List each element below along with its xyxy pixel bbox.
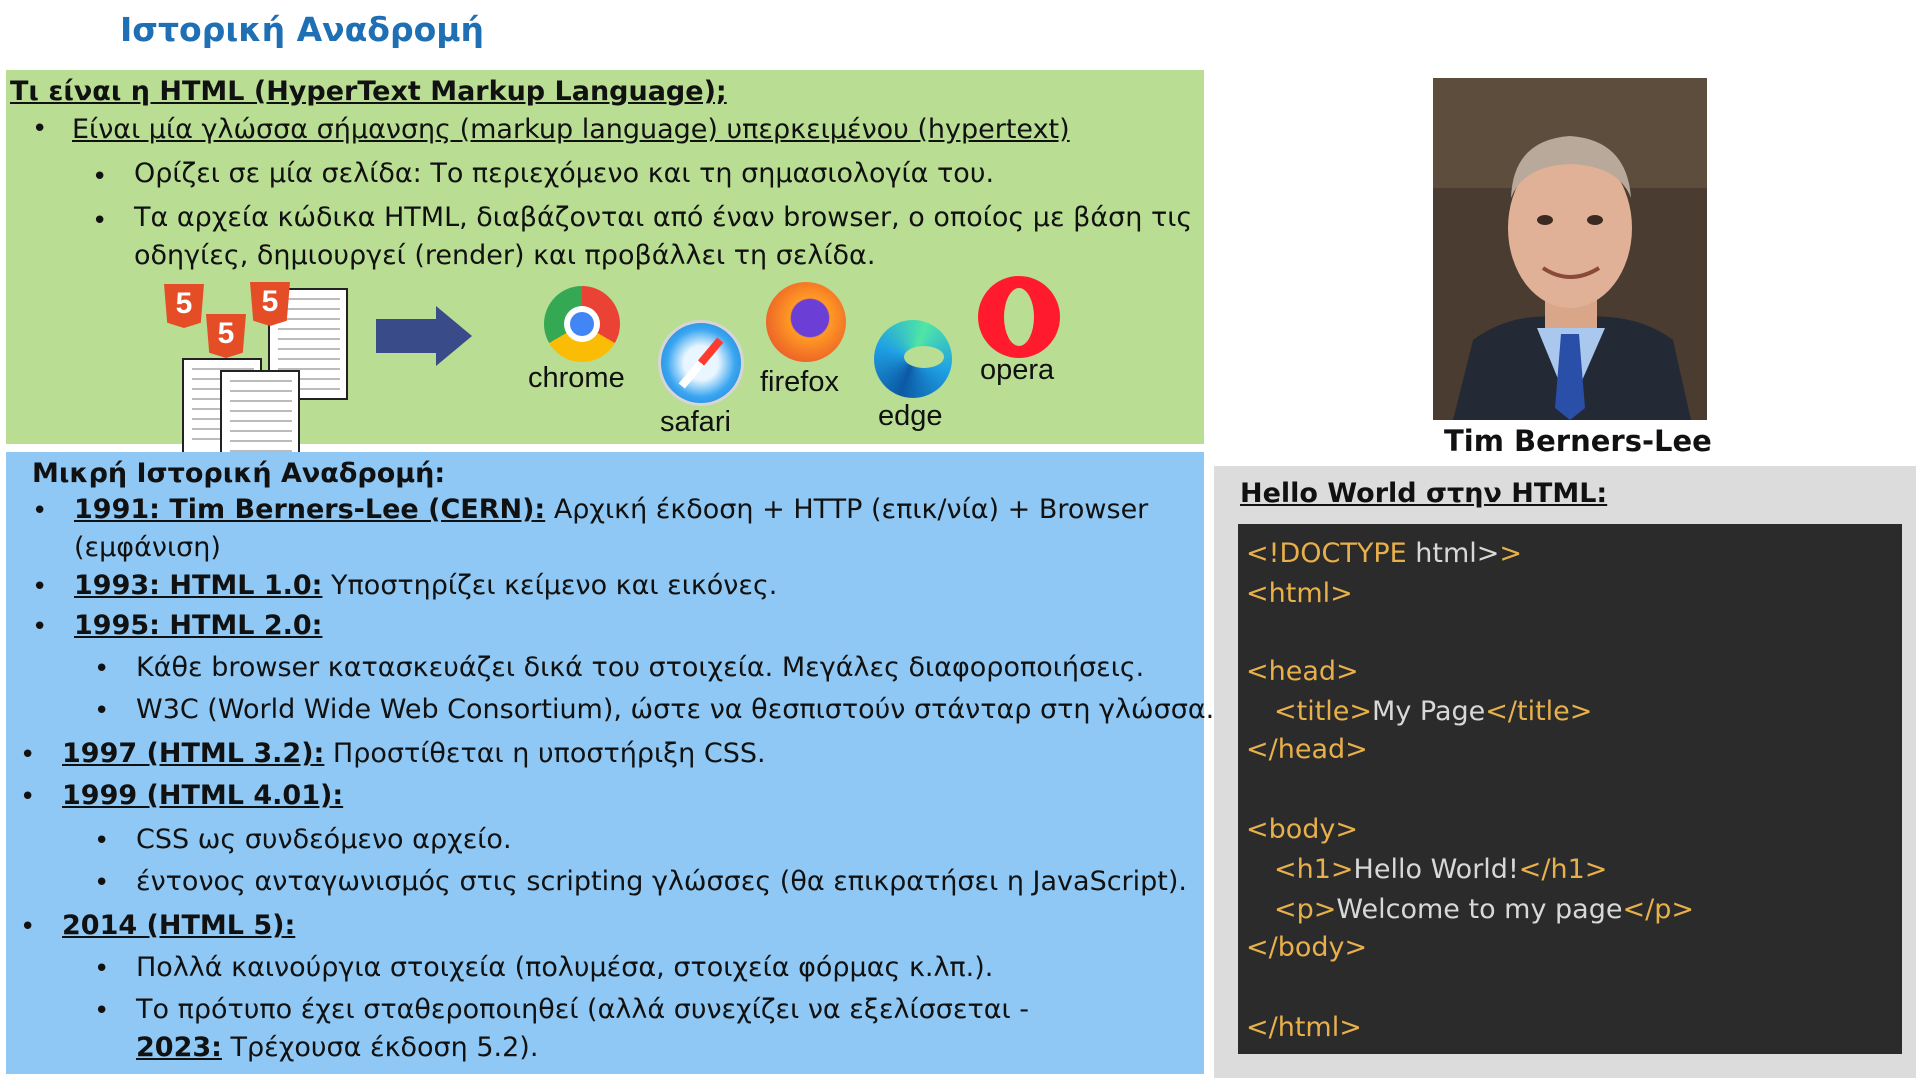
bullet-icon: • [94, 996, 110, 1026]
code-tag: <p> [1274, 894, 1337, 925]
opera-icon [978, 276, 1060, 358]
code-tag: </p> [1622, 894, 1694, 925]
code-line: <body> [1246, 814, 1359, 845]
bullet-icon: • [94, 954, 110, 984]
browser-label-safari: safari [660, 406, 731, 438]
bullet-icon: • [92, 206, 108, 236]
year-1991-text: Αρχική έκδοση + HTTP (επικ/νία) + Browse… [545, 494, 1149, 525]
intro-sub-2-line-2: οδηγίες, δημιουργεί (render) και προβάλλ… [134, 240, 876, 271]
html5-logo-icon: 5 [206, 314, 246, 358]
year-1993-label: 1993: HTML 1.0: [74, 570, 323, 601]
code-line: <title>My Page</title> [1274, 696, 1592, 727]
portrait-illustration [1433, 78, 1707, 420]
browser-label-firefox: firefox [760, 366, 839, 398]
code-line: </head> [1246, 734, 1368, 765]
intro-heading: Τι είναι η HTML (HyperText Markup Langua… [10, 76, 727, 107]
history-1997: 1997 (HTML 3.2): Προστίθεται η υποστήριξ… [62, 738, 766, 769]
code-tag: <title> [1274, 696, 1373, 727]
code-block: <!DOCTYPE html>> <html> <head> <title>My… [1238, 524, 1902, 1054]
intro-bullet-1: Είναι μία γλώσσα σήμανσης (markup langua… [72, 114, 1070, 145]
bullet-icon: • [32, 572, 48, 602]
arrow-right-icon [376, 319, 436, 353]
code-text: Hello World! [1353, 854, 1519, 885]
bullet-icon: • [94, 696, 110, 726]
code-text: html> [1406, 538, 1500, 569]
code-line: <html> [1246, 578, 1353, 609]
arrow-head-icon [436, 306, 472, 366]
code-text: My Page [1372, 696, 1486, 727]
code-text: Welcome to my page [1336, 894, 1623, 925]
code-tag: </h1> [1518, 854, 1608, 885]
history-panel: Μικρή Ιστορική Αναδρομή: • 1991: Tim Ber… [6, 452, 1214, 1074]
history-2014-sub-2: Το πρότυπο έχει σταθεροποιηθεί (αλλά συν… [136, 994, 1030, 1025]
intro-sub-1: Ορίζει σε μία σελίδα: Το περιεχόμενο και… [134, 158, 995, 189]
history-1995-sub-2: W3C (World Wide Web Consortium), ώστε να… [136, 694, 1215, 725]
browser-label-chrome: chrome [528, 362, 625, 394]
bullet-icon: • [94, 868, 110, 898]
html-intro-panel: Τι είναι η HTML (HyperText Markup Langua… [6, 70, 1204, 494]
history-1999: 1999 (HTML 4.01): [62, 780, 343, 811]
html5-logo-icon: 5 [164, 284, 204, 328]
bullet-icon: • [20, 740, 36, 770]
photo-caption: Tim Berners-Lee [1444, 424, 1712, 458]
year-1993-text: Υποστηρίζει κείμενο και εικόνες. [322, 570, 778, 601]
code-tag: <h1> [1274, 854, 1354, 885]
year-2014-label: 2014 (HTML 5): [62, 910, 296, 941]
code-line: </html> [1246, 1012, 1362, 1043]
tim-berners-lee-photo [1433, 78, 1707, 420]
html5-logo-icon: 5 [250, 282, 290, 326]
year-1999-label: 1999 (HTML 4.01): [62, 780, 344, 811]
bullet-icon: • [20, 912, 36, 942]
history-1991: 1991: Tim Berners-Lee (CERN): Αρχική έκδ… [74, 494, 1148, 525]
history-1995-sub-1: Κάθε browser κατασκευάζει δικά του στοιχ… [136, 652, 1145, 683]
bullet-icon: • [94, 826, 110, 856]
safari-icon [658, 320, 744, 406]
bullet-icon: • [32, 496, 48, 526]
code-line: </body> [1246, 932, 1368, 963]
year-1995-label: 1995: HTML 2.0: [74, 610, 323, 641]
history-1999-sub-2: έντονος ανταγωνισμός στις scripting γλώσ… [136, 866, 1187, 897]
edge-icon [874, 320, 952, 398]
firefox-icon [766, 282, 846, 362]
code-tag: <!DOCTYPE [1246, 538, 1407, 569]
year-1997-text: Προστίθεται η υποστήριξη CSS. [324, 738, 766, 769]
history-1993: 1993: HTML 1.0: Υποστηρίζει κείμενο και … [74, 570, 777, 601]
year-2023-label: 2023: [136, 1032, 222, 1063]
code-line: <p>Welcome to my page</p> [1274, 894, 1694, 925]
history-heading: Μικρή Ιστορική Αναδρομή: [32, 458, 446, 489]
history-2014: 2014 (HTML 5): [62, 910, 295, 941]
year-1997-label: 1997 (HTML 3.2): [62, 738, 325, 769]
code-tag: </title> [1485, 696, 1593, 727]
history-1995: 1995: HTML 2.0: [74, 610, 322, 641]
browser-label-edge: edge [878, 400, 943, 432]
year-1991-label: 1991: Tim Berners-Lee (CERN): [74, 494, 546, 525]
intro-sub-2-line-1: Τα αρχεία κώδικα HTML, διαβάζονται από έ… [134, 202, 1193, 233]
code-heading: Hello World στην HTML: [1240, 478, 1608, 509]
code-line: <!DOCTYPE html>> [1246, 538, 1522, 569]
bullet-icon: • [94, 654, 110, 684]
history-2014-sub-1: Πολλά καινούργια στοιχεία (πολυμέσα, στο… [136, 952, 994, 983]
code-tag: > [1499, 538, 1523, 569]
html-document-icon [268, 288, 348, 400]
bullet-icon: • [32, 114, 48, 144]
code-line: <h1>Hello World!</h1> [1274, 854, 1607, 885]
browser-label-opera: opera [980, 354, 1055, 386]
bullet-icon: • [32, 612, 48, 642]
year-2023-text: Τρέχουσα έκδοση 5.2). [221, 1032, 539, 1063]
code-line: <head> [1246, 656, 1359, 687]
bullet-icon: • [20, 782, 36, 812]
chrome-icon [544, 286, 620, 362]
history-1999-sub-1: CSS ως συνδεόμενο αρχείο. [136, 824, 512, 855]
bullet-icon: • [92, 162, 108, 192]
hello-world-panel: Hello World στην HTML: <!DOCTYPE html>> … [1214, 466, 1916, 1078]
history-1991-line-2: (εμφάνιση) [74, 532, 221, 563]
slide-title: Ιστορική Αναδρομή [120, 10, 485, 49]
history-2023: 2023: Τρέχουσα έκδοση 5.2). [136, 1032, 538, 1063]
